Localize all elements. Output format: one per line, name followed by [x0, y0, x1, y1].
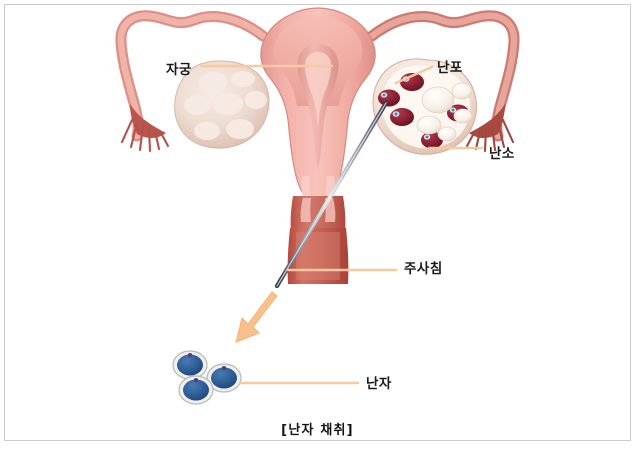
- uterus: [260, 7, 376, 202]
- left-fallopian-tube: [115, 10, 269, 153]
- aspiration-needle: [274, 100, 389, 289]
- label-uterus: 자궁: [166, 62, 192, 78]
- retrieved-eggs: [172, 350, 242, 405]
- right-fimbriae: [465, 118, 515, 153]
- label-ovary: 난소: [489, 146, 515, 162]
- left-ovary: [174, 60, 270, 149]
- right-fallopian-tube: [366, 10, 520, 153]
- egg-1: [172, 350, 208, 380]
- left-ovary-follicles: [184, 71, 267, 140]
- egg-2: [206, 363, 242, 393]
- retrieval-arrow: [235, 291, 278, 343]
- egg-3: [178, 375, 214, 405]
- figure-caption: [난자 채취]: [281, 423, 354, 438]
- label-needle: 주사침: [404, 261, 443, 277]
- left-fimbriae: [120, 118, 170, 153]
- pale-follicles: [416, 82, 473, 142]
- label-egg: 난자: [366, 376, 392, 392]
- leader-lines: [199, 64, 484, 385]
- leader-follicle: [394, 65, 434, 85]
- label-follicle: 난포: [437, 60, 463, 76]
